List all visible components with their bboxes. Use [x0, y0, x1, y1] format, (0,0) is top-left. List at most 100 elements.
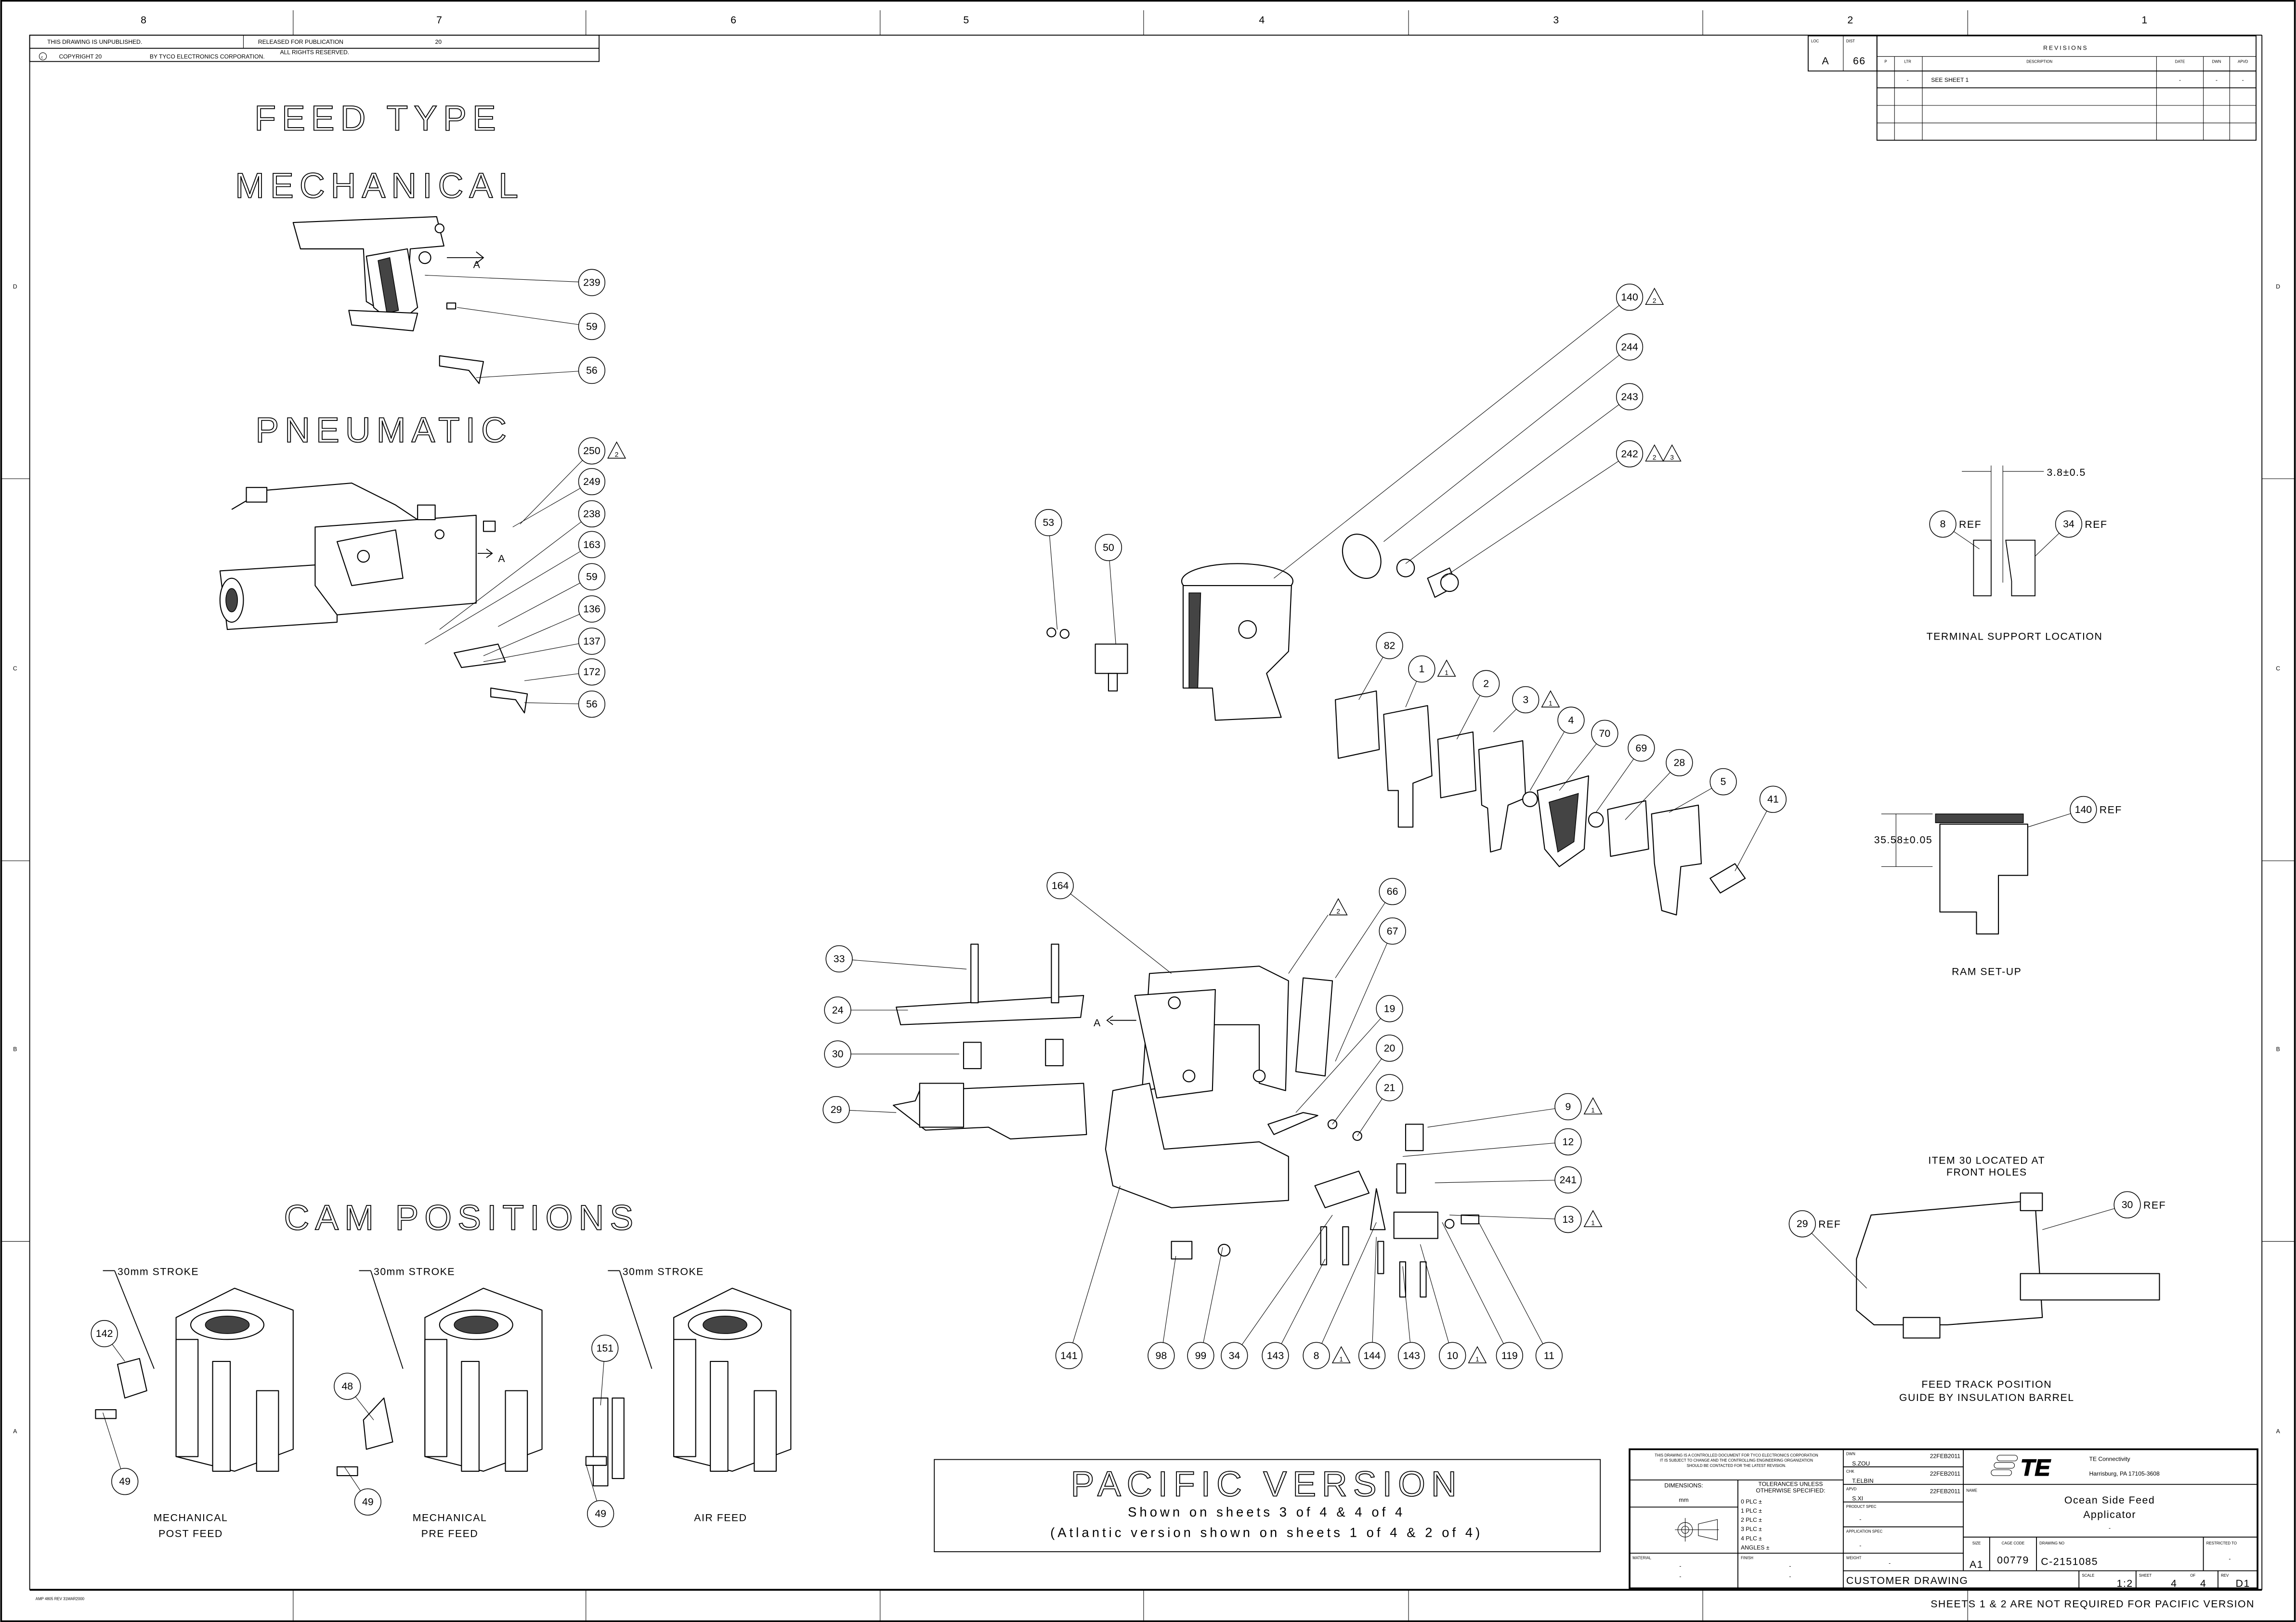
- item-balloon: 59: [498, 563, 606, 627]
- leader-line: [1420, 1244, 1449, 1343]
- leader-line: [2035, 533, 2060, 557]
- drawing-name-line3: -: [2109, 1524, 2111, 1531]
- finish-value2: -: [1789, 1573, 1791, 1580]
- rev-col-apvd: APVD: [2238, 60, 2248, 64]
- leader-line: [1203, 1247, 1223, 1343]
- tolerance-row: ANGLES ±: [1741, 1544, 1770, 1551]
- balloon-number: 28: [1674, 757, 1685, 769]
- application-spec-value: -: [1859, 1542, 1861, 1549]
- item-balloon: 144: [1358, 1237, 1386, 1369]
- leader-line: [483, 614, 580, 656]
- revision-flag-icon: [1583, 1097, 1603, 1114]
- revision-flag-icon: [1437, 659, 1456, 677]
- balloon-number: 21: [1384, 1082, 1396, 1094]
- leader-line: [1335, 943, 1388, 1062]
- ram-setup-detail: 35.58±0.05 RAM SET-UP: [1874, 813, 2028, 977]
- product-spec-value: -: [1859, 1516, 1861, 1522]
- leader-line: [1669, 788, 1712, 813]
- zone-column-label: 7: [436, 14, 443, 26]
- revision-flag-number: 1: [1549, 700, 1552, 707]
- balloon-number: 8: [1314, 1350, 1319, 1361]
- ram-housing-assembly: [1046, 534, 1459, 721]
- drawing-name-line1: Ocean Side Feed: [2064, 1494, 2155, 1506]
- balloon-number: 59: [586, 571, 598, 583]
- loc-label: LOC: [1811, 39, 1819, 43]
- zone-column-label: 6: [731, 14, 737, 26]
- balloon-number: 29: [1797, 1218, 1808, 1230]
- leader-line: [1478, 1222, 1543, 1344]
- drawing-number: C-2151085: [2041, 1556, 2098, 1567]
- zone-column-label: 4: [1259, 14, 1265, 26]
- leader-line: [1427, 1108, 1555, 1128]
- cam-caption: MECHANICAL: [413, 1512, 487, 1523]
- revision-flag-icon: [1331, 1346, 1351, 1363]
- item-balloon: 19: [1295, 995, 1403, 1113]
- item-balloon: 20: [1332, 1034, 1403, 1125]
- balloon-suffix: REF: [1959, 519, 1982, 530]
- item-balloon: 24: [824, 996, 908, 1024]
- revision-flag-icon: [1468, 1346, 1487, 1363]
- balloon-number: 2: [1483, 678, 1489, 690]
- size-label: SIZE: [1972, 1541, 1981, 1545]
- dwn-name: S.ZOU: [1852, 1460, 1870, 1467]
- view-a-label-pneu: A: [498, 553, 506, 564]
- chk-name: T.ELBIN: [1852, 1478, 1874, 1484]
- item-balloon: 243: [1405, 383, 1644, 564]
- publication-header: THIS DRAWING IS UNPUBLISHED. RELEASED FO…: [29, 35, 600, 62]
- leader-line: [1274, 305, 1619, 579]
- leader-line: [2027, 813, 2071, 827]
- company-name: TE Connectivity: [2089, 1456, 2131, 1463]
- leader-line: [1442, 461, 1619, 579]
- leader-line: [524, 702, 579, 705]
- rev-col-dwn: DWN: [2212, 60, 2221, 64]
- copyright-text: COPYRIGHT 20: [59, 53, 102, 60]
- zone-column-label: 3: [1553, 14, 1559, 26]
- tolerance-row: 4 PLC ±: [1741, 1535, 1762, 1542]
- leader-line: [457, 307, 579, 325]
- leader-line: [512, 488, 581, 527]
- scale-value: 1:2: [2117, 1578, 2133, 1589]
- finish-value1: -: [1789, 1563, 1791, 1570]
- balloon-number: 1: [1419, 663, 1425, 675]
- zone-row-label-left: B: [13, 1046, 17, 1053]
- revision-flag-number: 1: [1445, 669, 1448, 676]
- item-balloon: 48: [334, 1373, 374, 1420]
- leader-line: [1811, 1233, 1867, 1289]
- company-address: Harrisburg, PA 17105-3608: [2089, 1470, 2160, 1477]
- balloon-number: 19: [1384, 1003, 1396, 1014]
- item-balloon: 98: [1148, 1256, 1176, 1369]
- item-balloon: 151: [591, 1334, 619, 1406]
- leader-line: [1241, 1215, 1333, 1345]
- leader-line: [1735, 811, 1767, 871]
- projection-symbol-icon: [1675, 1518, 1719, 1542]
- sheet-number: 4: [2171, 1578, 2177, 1589]
- of-label: OF: [2190, 1573, 2195, 1578]
- leader-line: [1383, 354, 1619, 542]
- balloon-number: 99: [1195, 1350, 1207, 1361]
- ram-setup-caption: RAM SET-UP: [1952, 966, 2022, 977]
- item-balloon: 119: [1442, 1222, 1523, 1369]
- leader-line: [1595, 759, 1634, 813]
- zone-row-label-right: B: [2276, 1046, 2280, 1053]
- ram-dimension: 35.58±0.05: [1874, 834, 1932, 846]
- balloon-number: 239: [583, 277, 600, 288]
- item-balloon: 244: [1383, 333, 1644, 542]
- leader-line: [476, 371, 579, 378]
- item-balloon: 30: [824, 1040, 959, 1068]
- rev-label: REV: [2221, 1573, 2229, 1578]
- item-balloon: 4: [1529, 706, 1585, 791]
- balloon-number: 242: [1621, 448, 1638, 459]
- item-balloon: 56: [476, 356, 606, 384]
- leader-line: [849, 1110, 897, 1113]
- product-spec-label: PRODUCT SPEC: [1846, 1504, 1877, 1509]
- item30-note-line2: FRONT HOLES: [1946, 1166, 2027, 1178]
- revision-flag-icon: [1645, 288, 1664, 305]
